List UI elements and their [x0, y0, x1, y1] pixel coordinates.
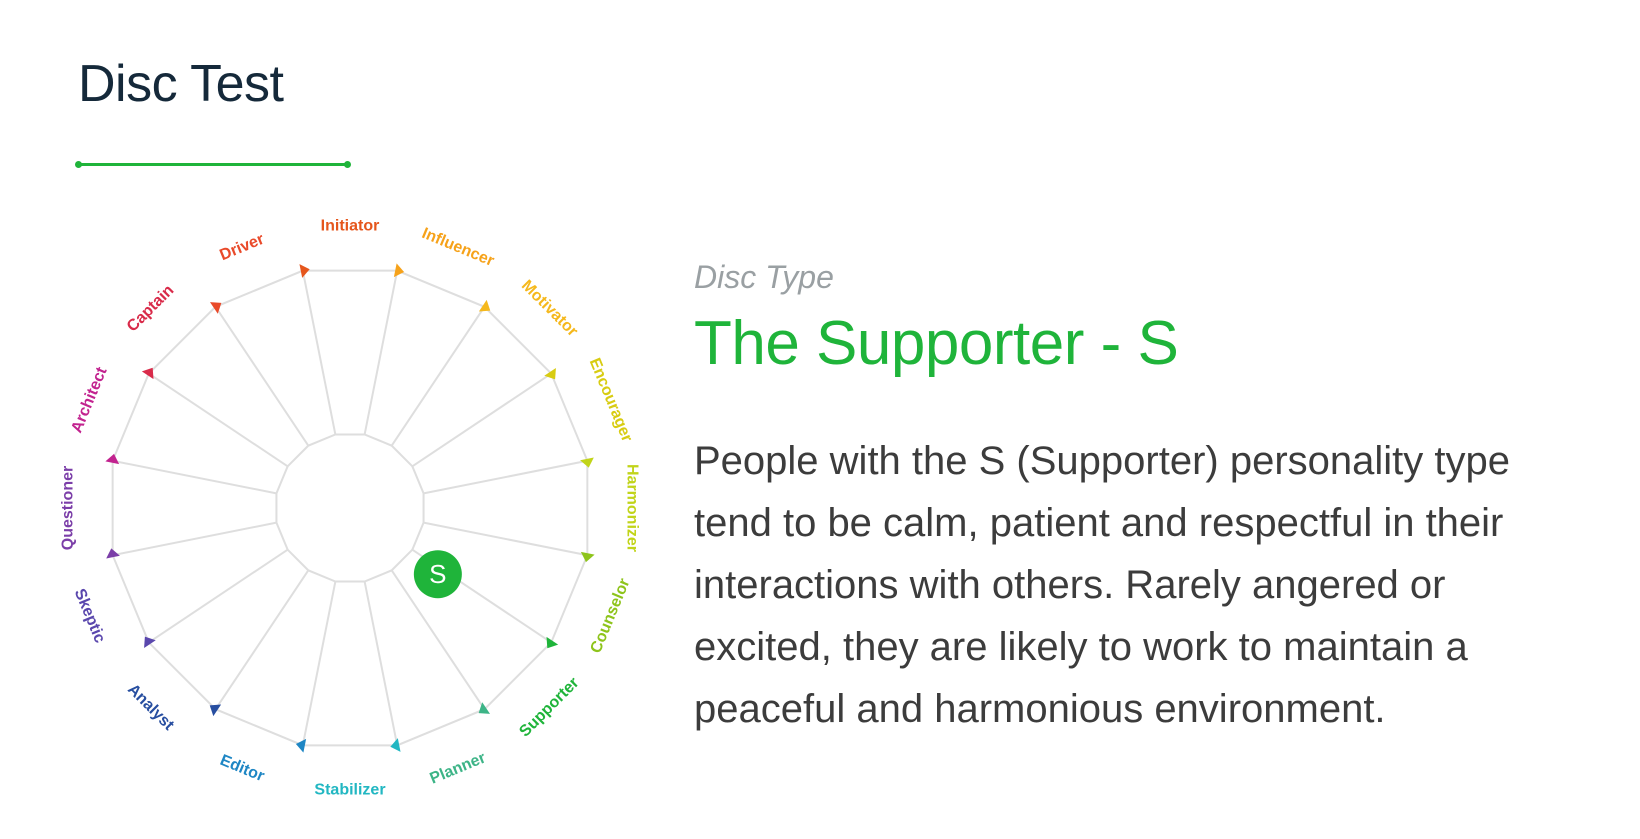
wheel-spoke [148, 372, 289, 468]
disc-wheel-svg: Initiator InfluencerMotivatorEncouragerHa… [60, 218, 641, 799]
wheel-spoke [301, 581, 337, 746]
segment-label-analyst: Analyst [124, 681, 177, 734]
type-badge-letter: S [429, 559, 446, 589]
segment-marker [141, 367, 154, 380]
segment-label-captain: Captain [124, 282, 178, 336]
wheel-spoke [363, 270, 399, 435]
segment-label-motivator: Motivator [518, 277, 581, 340]
segment-label-skeptic: Skeptic [71, 586, 109, 645]
wheel-spoke [390, 569, 486, 710]
segment-marker [299, 264, 310, 278]
segment-label-supporter: Supporter [516, 674, 582, 740]
segment-label-stabilizer: Stabilizer [314, 782, 385, 799]
title-underline [75, 161, 351, 168]
segment-label-encourager: Encourager [586, 356, 636, 445]
segment-marker [546, 636, 559, 649]
segment-label-harmonizer: Harmonizer [624, 464, 641, 552]
wheel-spoke [423, 521, 588, 557]
wheel-inner-ring [275, 433, 425, 583]
segment-marker [390, 738, 401, 752]
segment-marker [393, 263, 405, 278]
segment-marker [210, 302, 222, 314]
wheel-markers [105, 263, 595, 753]
segment-marker [144, 636, 156, 648]
type-name: The Supporter - S [694, 309, 1179, 379]
wheel-spoke [112, 459, 277, 495]
wheel-spoke [148, 548, 289, 644]
type-caption: Disc Type [694, 259, 834, 295]
segment-label-influencer: Influencer [419, 225, 496, 270]
type-badge: S [413, 550, 462, 599]
segment-marker [544, 368, 556, 380]
wheel-spoke [301, 270, 337, 435]
segment-label-editor: Editor [217, 752, 266, 785]
type-badge-circle [413, 550, 462, 599]
segment-marker [209, 704, 222, 717]
page-title: Disc Test [78, 55, 284, 113]
segment-marker [295, 738, 307, 753]
segment-label-driver: Driver [217, 231, 266, 264]
wheel-spoke [390, 306, 486, 447]
wheel-spoke [363, 581, 399, 746]
segment-marker [106, 548, 120, 559]
segment-marker [478, 299, 491, 312]
segment-marker [580, 551, 595, 563]
wheel-spoke [112, 521, 277, 557]
wheel-spoke [214, 306, 310, 447]
segment-marker [105, 453, 120, 465]
wheel-spoke [411, 372, 552, 468]
segment-marker [580, 457, 594, 468]
wheel-inner-polygon [275, 433, 425, 583]
wheel-spoke [214, 569, 310, 710]
segment-marker [478, 702, 490, 714]
wheel-spoke [423, 459, 588, 495]
segment-label-architect: Architect [68, 364, 111, 435]
type-info: Disc Type The Supporter - S People with … [694, 258, 1594, 740]
segment-label-questioner: Questioner [60, 466, 77, 550]
segment-label-planner: Planner [428, 749, 489, 787]
segment-label-initiator: Initiator [321, 218, 380, 235]
type-description: People with the S (Supporter) personalit… [694, 438, 1510, 731]
segment-label-counselor: Counselor [588, 576, 634, 656]
